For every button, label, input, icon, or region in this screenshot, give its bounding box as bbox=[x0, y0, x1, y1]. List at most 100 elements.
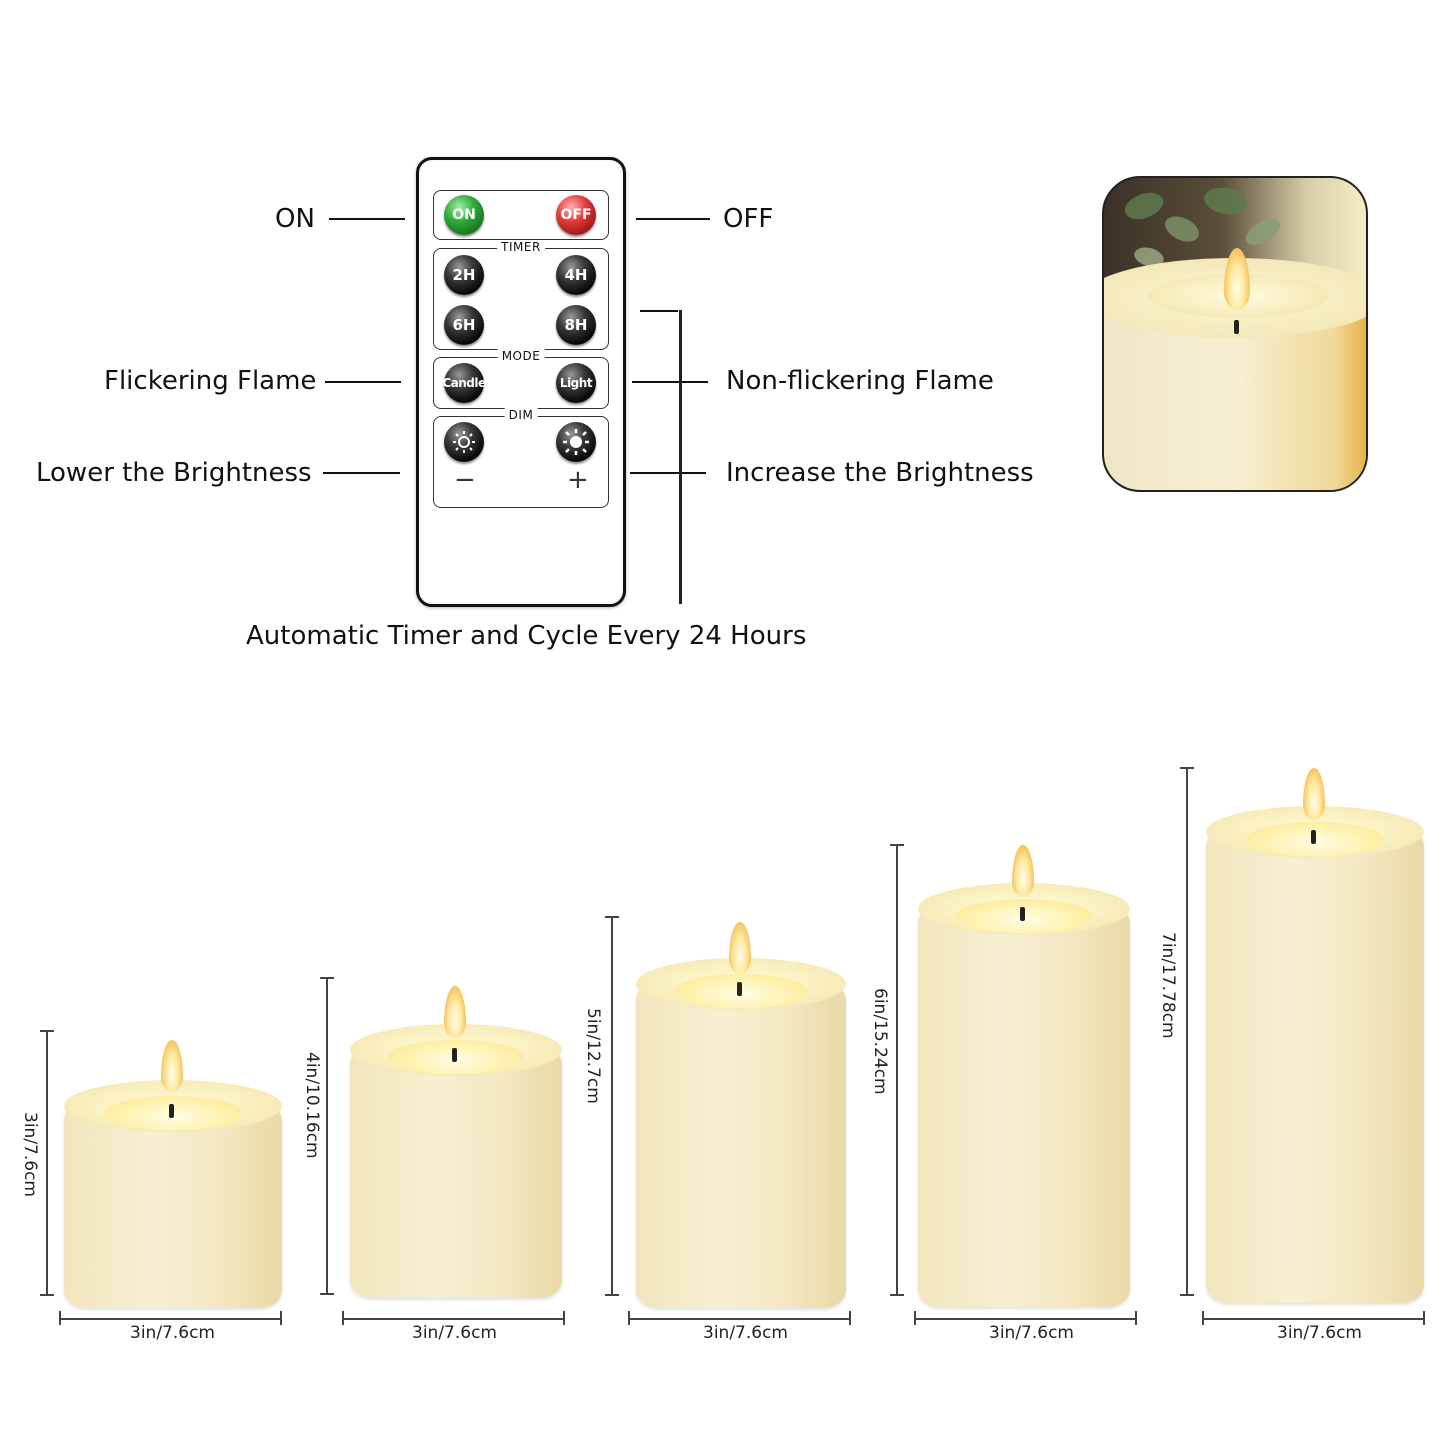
width-line-2 bbox=[343, 1318, 565, 1320]
callout-off-line bbox=[636, 218, 710, 220]
callout-timer-note: Automatic Timer and Cycle Every 24 Hours bbox=[246, 621, 807, 651]
width-tick bbox=[1202, 1311, 1204, 1325]
timer-bracket-top bbox=[640, 310, 678, 312]
photo-flame bbox=[1224, 248, 1250, 310]
timer-title: TIMER bbox=[497, 240, 545, 254]
candle-body bbox=[350, 1046, 562, 1298]
dim-plus-sign: + bbox=[567, 465, 589, 495]
candle-body bbox=[918, 905, 1130, 1307]
candle-body bbox=[636, 982, 846, 1308]
on-button[interactable]: ON bbox=[444, 195, 484, 235]
height-label-3: 5in/12.7cm bbox=[583, 1008, 603, 1104]
candle-wick bbox=[169, 1104, 174, 1118]
width-label-4: 3in/7.6cm bbox=[989, 1323, 1074, 1343]
height-tick bbox=[40, 1030, 54, 1032]
candle-7in bbox=[1206, 768, 1424, 1303]
candle-photo bbox=[1102, 176, 1368, 492]
candle-4in bbox=[350, 986, 562, 1298]
height-tick bbox=[605, 1294, 619, 1296]
candle-body bbox=[1206, 828, 1424, 1303]
callout-on-line bbox=[329, 218, 405, 220]
height-tick bbox=[40, 1294, 54, 1296]
height-line-2 bbox=[326, 977, 328, 1295]
height-line-5 bbox=[1186, 767, 1188, 1296]
width-tick bbox=[1423, 1311, 1425, 1325]
height-line-4 bbox=[896, 844, 898, 1296]
dim-title: DIM bbox=[504, 408, 538, 422]
width-line-5 bbox=[1203, 1318, 1425, 1320]
width-line-1 bbox=[60, 1318, 282, 1320]
height-label-4: 6in/15.24cm bbox=[870, 988, 890, 1095]
width-tick bbox=[342, 1311, 344, 1325]
candle-3in bbox=[64, 1040, 282, 1308]
callout-flickering: Flickering Flame bbox=[104, 366, 317, 396]
mode-title: MODE bbox=[497, 349, 545, 363]
dim-panel: DIM − bbox=[433, 408, 609, 508]
candle-flame bbox=[1303, 768, 1325, 820]
candle-flame bbox=[444, 986, 466, 1038]
callout-increase-line bbox=[630, 472, 706, 474]
height-label-1: 3in/7.6cm bbox=[20, 1112, 40, 1197]
width-label-1: 3in/7.6cm bbox=[130, 1323, 215, 1343]
callout-on: ON bbox=[275, 204, 315, 234]
callout-non-flickering: Non-flickering Flame bbox=[726, 366, 994, 396]
width-line-4 bbox=[915, 1318, 1137, 1320]
callout-non-flickering-line bbox=[632, 381, 708, 383]
dim-lower-button[interactable] bbox=[444, 422, 484, 462]
candle-flame bbox=[729, 922, 751, 974]
width-label-3: 3in/7.6cm bbox=[703, 1323, 788, 1343]
width-tick bbox=[914, 1311, 916, 1325]
mode-candle-button[interactable]: Candle bbox=[442, 363, 486, 403]
width-label-5: 3in/7.6cm bbox=[1277, 1323, 1362, 1343]
width-label-2: 3in/7.6cm bbox=[412, 1323, 497, 1343]
height-tick bbox=[320, 1293, 334, 1295]
timer-8h-button[interactable]: 8H bbox=[556, 305, 596, 345]
succulent-leaf bbox=[1121, 187, 1167, 225]
height-tick bbox=[890, 844, 904, 846]
height-tick bbox=[890, 1294, 904, 1296]
remote-control: ON OFF TIMER 2H 4H 6H 8H MODE Candle Lig… bbox=[416, 157, 626, 607]
candle-body bbox=[64, 1102, 282, 1308]
candle-wick bbox=[1311, 830, 1316, 844]
width-tick bbox=[563, 1311, 565, 1325]
timer-panel: TIMER 2H 4H 6H 8H bbox=[433, 240, 609, 350]
candle-wick bbox=[737, 982, 742, 996]
callout-flickering-line bbox=[325, 381, 401, 383]
off-button[interactable]: OFF bbox=[556, 195, 596, 235]
mode-light-button[interactable]: Light bbox=[556, 363, 596, 403]
succulent-leaf bbox=[1161, 211, 1203, 247]
candle-wick bbox=[452, 1048, 457, 1062]
height-label-2: 4in/10.16cm bbox=[302, 1052, 322, 1159]
callout-off: OFF bbox=[723, 204, 774, 234]
photo-wick bbox=[1234, 320, 1239, 334]
sun-large-icon bbox=[563, 429, 589, 455]
timer-4h-button[interactable]: 4H bbox=[556, 255, 596, 295]
width-tick bbox=[628, 1311, 630, 1325]
timer-2h-button[interactable]: 2H bbox=[444, 255, 484, 295]
succulent-leaf bbox=[1241, 213, 1285, 251]
height-line-1 bbox=[46, 1030, 48, 1296]
dim-minus-sign: − bbox=[454, 465, 476, 495]
width-tick bbox=[59, 1311, 61, 1325]
candle-5in bbox=[636, 922, 846, 1308]
width-tick bbox=[280, 1311, 282, 1325]
dim-higher-button[interactable] bbox=[556, 422, 596, 462]
width-tick bbox=[1135, 1311, 1137, 1325]
succulent-leaf bbox=[1202, 184, 1250, 218]
candle-flame bbox=[1012, 845, 1034, 897]
height-tick bbox=[1180, 767, 1194, 769]
candle-6in bbox=[918, 845, 1130, 1307]
callout-lower: Lower the Brightness bbox=[36, 458, 312, 488]
width-tick bbox=[849, 1311, 851, 1325]
height-tick bbox=[1180, 1294, 1194, 1296]
sun-small-icon bbox=[453, 431, 475, 453]
height-line-3 bbox=[611, 916, 613, 1296]
width-line-3 bbox=[629, 1318, 851, 1320]
power-panel: ON OFF bbox=[433, 190, 609, 240]
callout-lower-line bbox=[323, 472, 400, 474]
height-label-5: 7in/17.78cm bbox=[1158, 932, 1178, 1039]
timer-6h-button[interactable]: 6H bbox=[444, 305, 484, 345]
callout-increase: Increase the Brightness bbox=[726, 458, 1034, 488]
height-tick bbox=[320, 977, 334, 979]
candle-wick bbox=[1020, 907, 1025, 921]
